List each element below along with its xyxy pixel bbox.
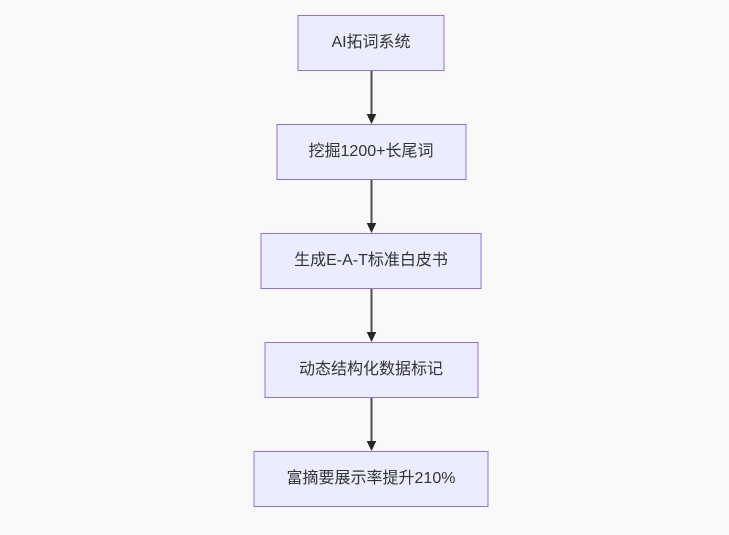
arrow-down-icon bbox=[366, 71, 376, 124]
flow-node-structured-data-markup: 动态结构化数据标记 bbox=[264, 342, 478, 398]
arrow-down-icon bbox=[366, 398, 376, 451]
flow-node-longtail-mining: 挖掘1200+长尾词 bbox=[276, 124, 466, 180]
flow-node-ai-word-expansion: AI拓词系统 bbox=[297, 15, 445, 71]
flow-node-label: 挖掘1200+长尾词 bbox=[308, 143, 434, 160]
flowchart: AI拓词系统 挖掘1200+长尾词 生成E-A-T标准白皮书 动态结构化数据标记 bbox=[253, 15, 489, 507]
flow-node-label: 富摘要展示率提升210% bbox=[286, 470, 456, 487]
arrow-down-icon bbox=[366, 289, 376, 342]
flow-node-label: AI拓词系统 bbox=[331, 34, 411, 51]
flow-node-label: 动态结构化数据标记 bbox=[298, 361, 443, 378]
arrow-down-icon bbox=[366, 180, 376, 233]
flow-node-eat-whitepaper: 生成E-A-T标准白皮书 bbox=[260, 233, 482, 289]
flow-node-rich-snippet-result: 富摘要展示率提升210% bbox=[253, 451, 489, 507]
flow-node-label: 生成E-A-T标准白皮书 bbox=[294, 252, 448, 269]
